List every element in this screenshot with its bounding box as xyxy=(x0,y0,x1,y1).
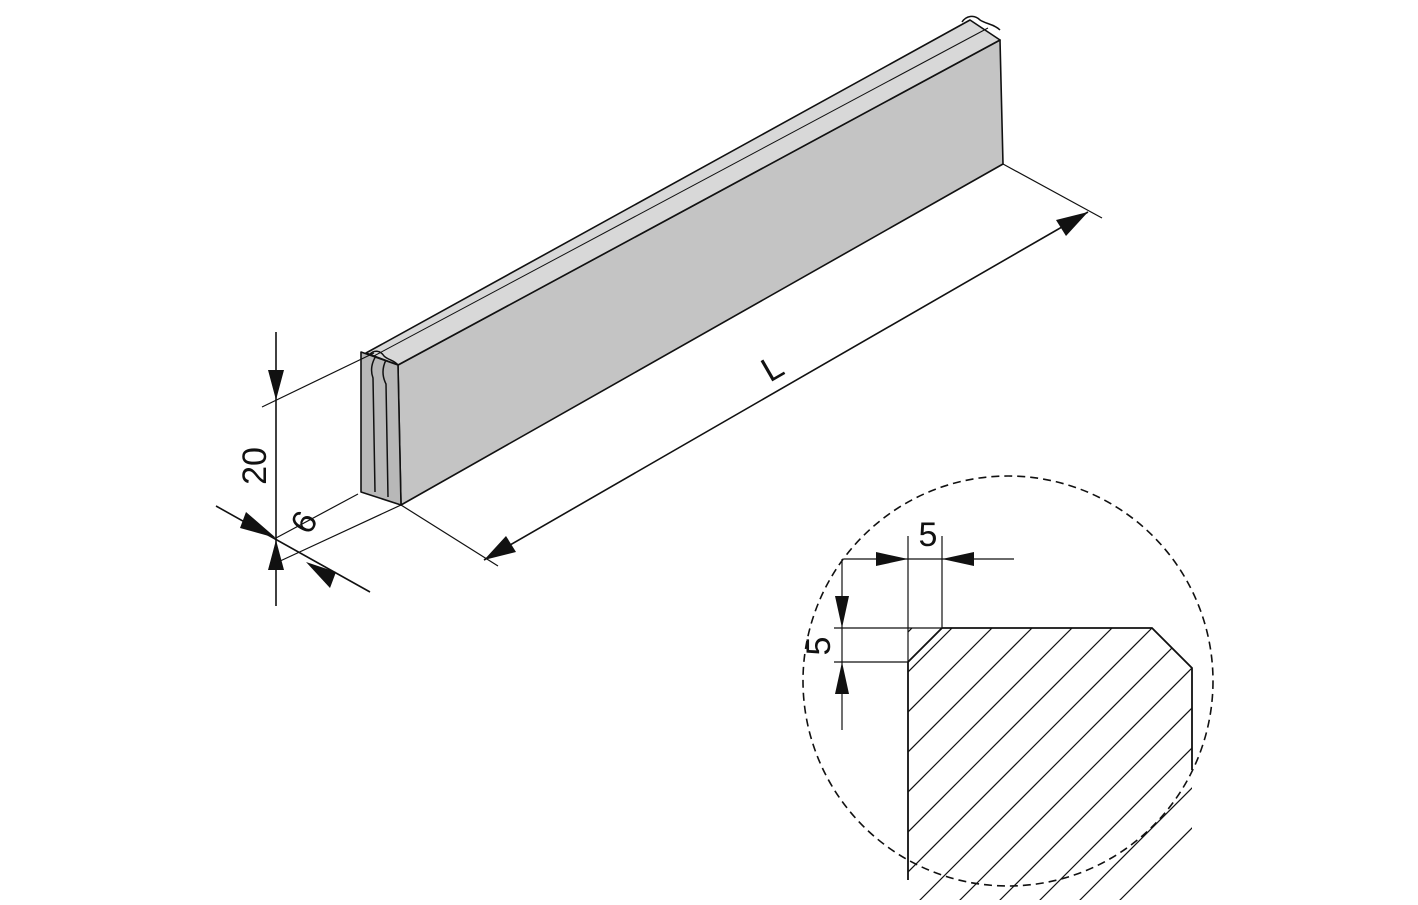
width-dimension: 6 xyxy=(215,504,402,593)
arrow-chamfer-v-top xyxy=(835,596,849,628)
height-label: 20 xyxy=(236,447,274,485)
chamfer-horizontal-dimension: 5 xyxy=(844,516,1014,662)
arrow-length-right xyxy=(1056,212,1088,236)
chamfer-vertical-label: 5 xyxy=(800,637,838,656)
length-label: L xyxy=(755,347,790,389)
section-outline xyxy=(907,627,1193,880)
detail-circle xyxy=(802,475,1214,887)
stone-end-groove xyxy=(370,355,389,498)
stone-end-face xyxy=(360,351,402,506)
width-label: 6 xyxy=(283,505,325,540)
stone-far-notch xyxy=(961,15,1001,31)
chamfer-vertical-dimension: 5 xyxy=(800,559,942,730)
arrow-length-left xyxy=(484,536,516,560)
arrow-width-right xyxy=(306,562,336,588)
arrow-chamfer-h-right xyxy=(942,552,974,566)
detail-view: 5 5 xyxy=(800,475,1214,900)
arrow-chamfer-h-left xyxy=(876,552,908,566)
stone-end-groove-top xyxy=(369,350,399,366)
chamfer-horizontal-label: 5 xyxy=(919,516,938,554)
arrow-width-left xyxy=(240,512,276,538)
curb-stone xyxy=(360,15,1004,506)
stone-top-edge xyxy=(371,27,989,358)
arrow-height-bottom xyxy=(268,540,284,570)
height-dimension: 20 xyxy=(236,332,375,606)
arrow-height-top xyxy=(268,370,284,400)
section-hatching xyxy=(908,628,1192,900)
arrow-chamfer-v-bottom xyxy=(835,662,849,694)
